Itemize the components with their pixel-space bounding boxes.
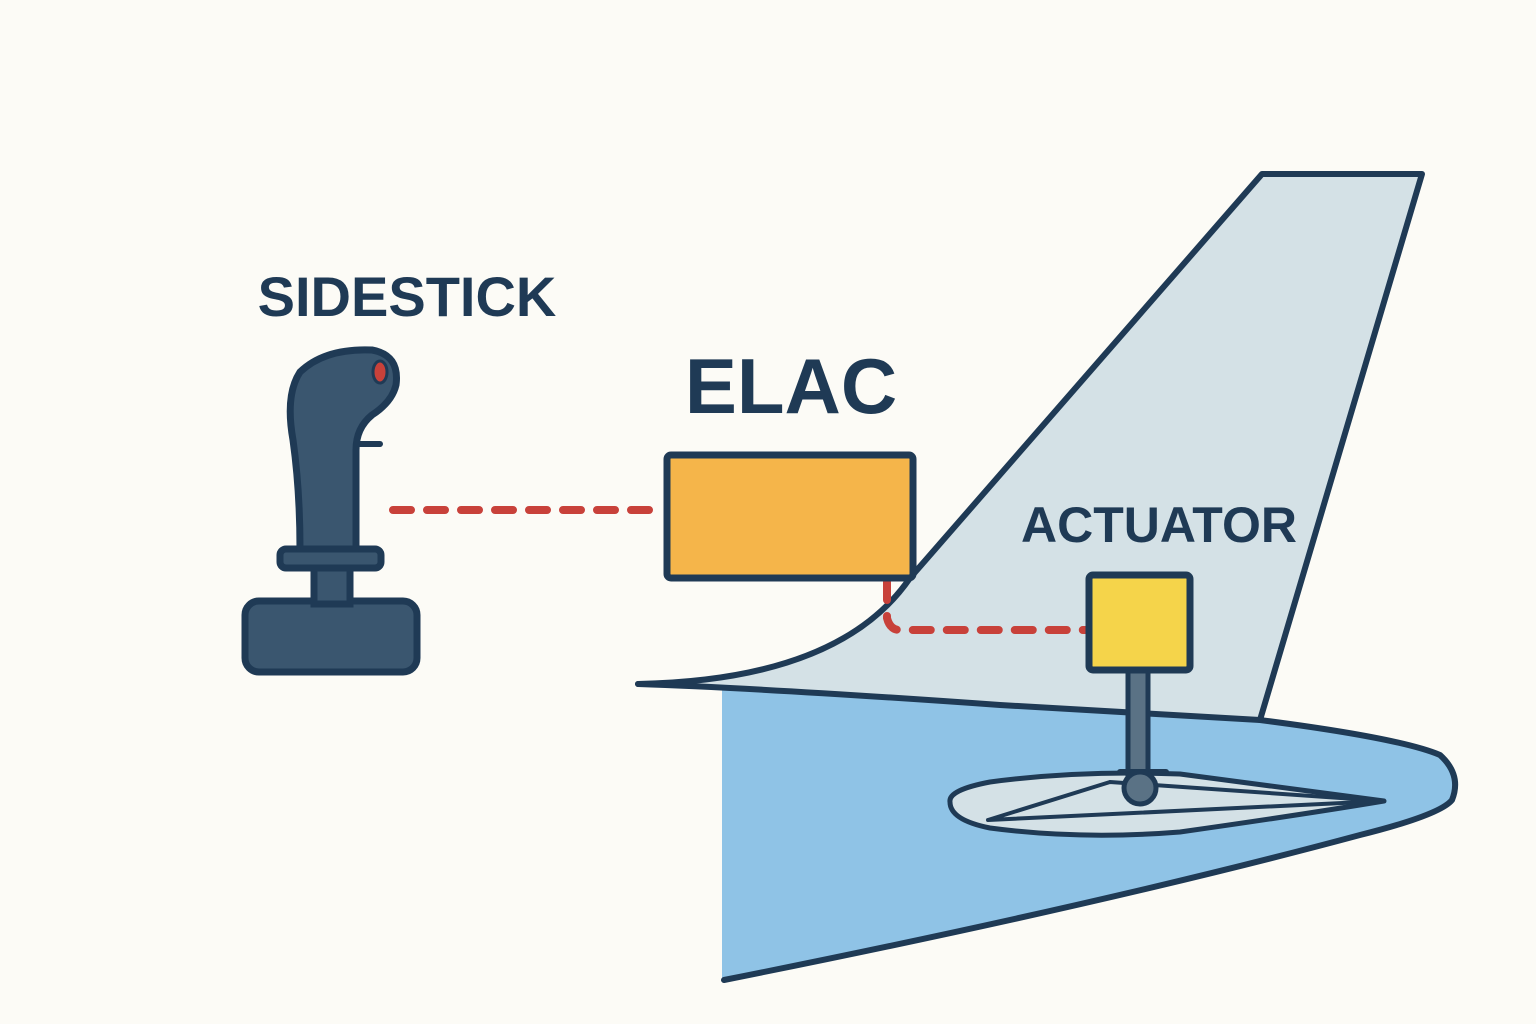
elac-box bbox=[663, 451, 917, 582]
actuator-label: ACTUATOR bbox=[1021, 497, 1297, 553]
sidestick-red-button bbox=[371, 359, 389, 385]
sidestick-grip bbox=[286, 346, 400, 553]
sidestick-stem bbox=[310, 562, 354, 608]
vertical-fin bbox=[638, 174, 1422, 720]
joystick-icon bbox=[241, 346, 421, 676]
signal-line-elac-to-actuator bbox=[883, 578, 1092, 634]
sidestick-label: SIDESTICK bbox=[258, 265, 557, 328]
stabilizer-outline bbox=[721, 717, 1458, 983]
sidestick-base bbox=[241, 597, 421, 676]
elac-label: ELAC bbox=[685, 342, 897, 430]
actuator-pivot bbox=[1121, 769, 1159, 807]
fin-root-line bbox=[635, 681, 1263, 723]
actuator-rod bbox=[1125, 665, 1151, 781]
actuator-box bbox=[1085, 571, 1194, 674]
